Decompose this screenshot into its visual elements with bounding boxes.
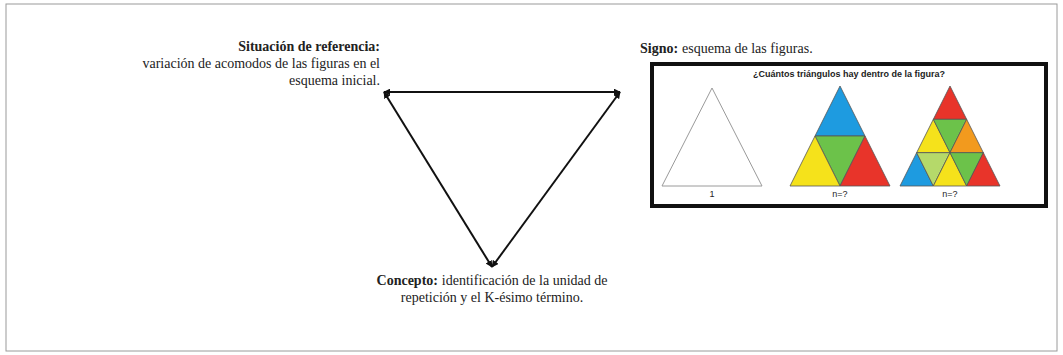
triangle-figures [662, 86, 1000, 186]
double-arrow [492, 92, 620, 267]
figure-index: n=? [920, 189, 980, 200]
node-body: esquema de las figuras. [682, 41, 813, 56]
empty-triangle [662, 88, 762, 186]
node-heading: Situación de referencia: [100, 38, 380, 55]
double-arrow [384, 92, 492, 267]
reference-situation-node: Situación de referencia:variación de aco… [100, 38, 380, 89]
concept-node: Concepto:identificación de la unidad de … [352, 272, 632, 306]
frame-rect [6, 4, 1057, 351]
double-arrow [384, 91, 620, 93]
sign-node: Signo: esquema de las figuras. [622, 40, 1052, 208]
figure-question: ¿Cuántos triángulos hay dentro de la fig… [656, 69, 1042, 80]
node-heading: Concepto: [377, 273, 438, 288]
figure-index: n=? [810, 189, 870, 200]
triangle-n3 [900, 86, 1000, 186]
figure-index: 1 [682, 189, 742, 200]
triangle-n2 [790, 86, 890, 186]
picture-border [652, 64, 1046, 206]
node-heading: Signo: [640, 41, 678, 56]
node-body: variación de acomodos de las figuras en … [142, 56, 380, 88]
